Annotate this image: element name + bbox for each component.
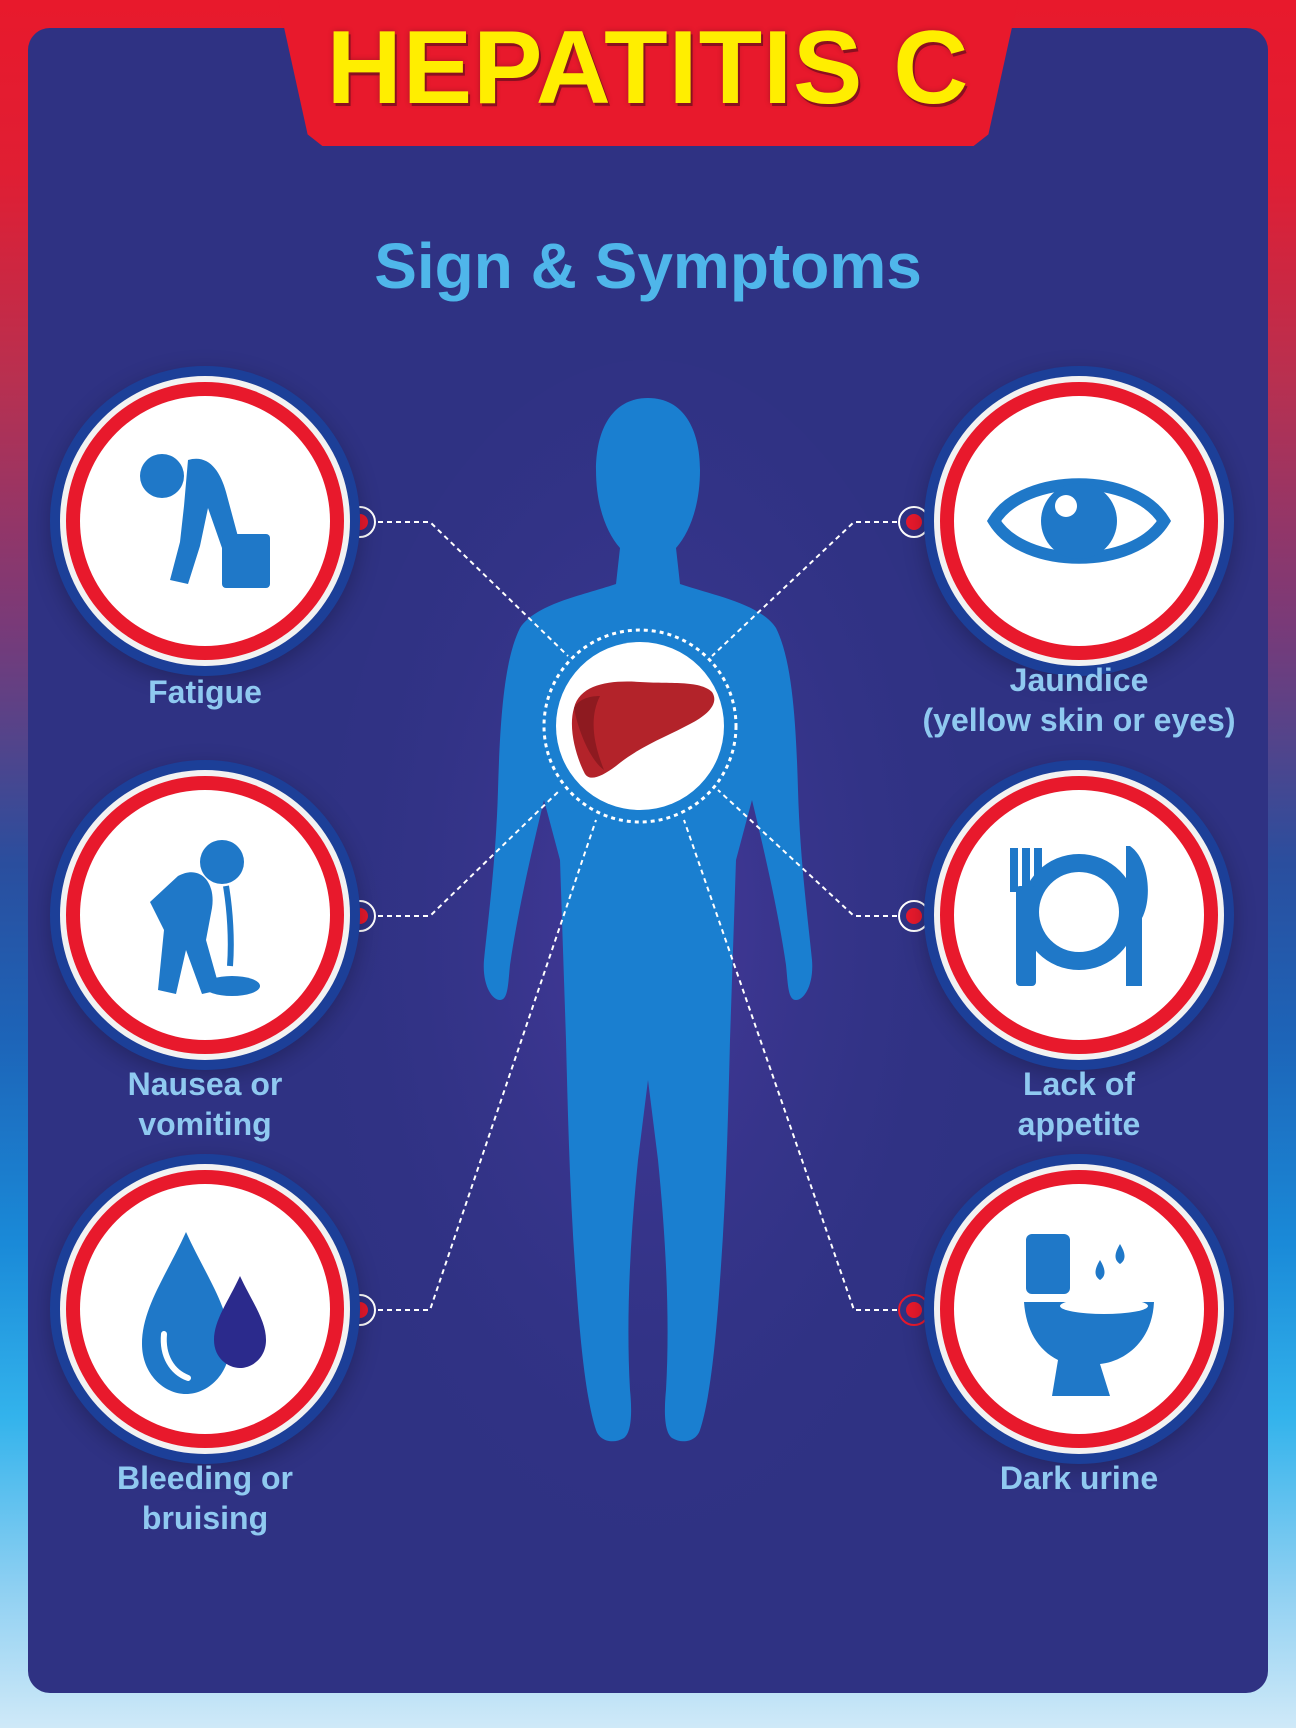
human-silhouette bbox=[483, 398, 813, 1442]
symptom-label-nausea: Nausea or vomiting bbox=[127, 1066, 283, 1142]
symptom-label-dark-urine: Dark urine bbox=[999, 1460, 1159, 1496]
blood-drops-icon bbox=[80, 1184, 330, 1434]
section-subtitle: Sign & Symptoms bbox=[374, 230, 922, 302]
connector-lines bbox=[378, 521, 906, 1311]
symptom-label-fatigue: Fatigue bbox=[148, 674, 262, 710]
plate-cutlery-icon bbox=[954, 790, 1204, 1040]
title-banner bbox=[278, 0, 1018, 146]
symptom-label-appetite: Lack of appetite bbox=[1017, 1066, 1141, 1142]
fatigue-icon bbox=[80, 396, 330, 646]
liver-icon bbox=[542, 628, 738, 824]
symptom-label-bleeding: Bleeding or bruising bbox=[116, 1460, 293, 1536]
page-title: HEPATITIS C bbox=[326, 10, 970, 126]
eye-icon bbox=[954, 396, 1204, 646]
vomiting-icon bbox=[80, 790, 330, 1040]
toilet-icon bbox=[954, 1184, 1204, 1434]
symptom-label-jaundice: Jaundice (yellow skin or eyes) bbox=[922, 662, 1236, 738]
connector-dots bbox=[344, 506, 930, 1326]
